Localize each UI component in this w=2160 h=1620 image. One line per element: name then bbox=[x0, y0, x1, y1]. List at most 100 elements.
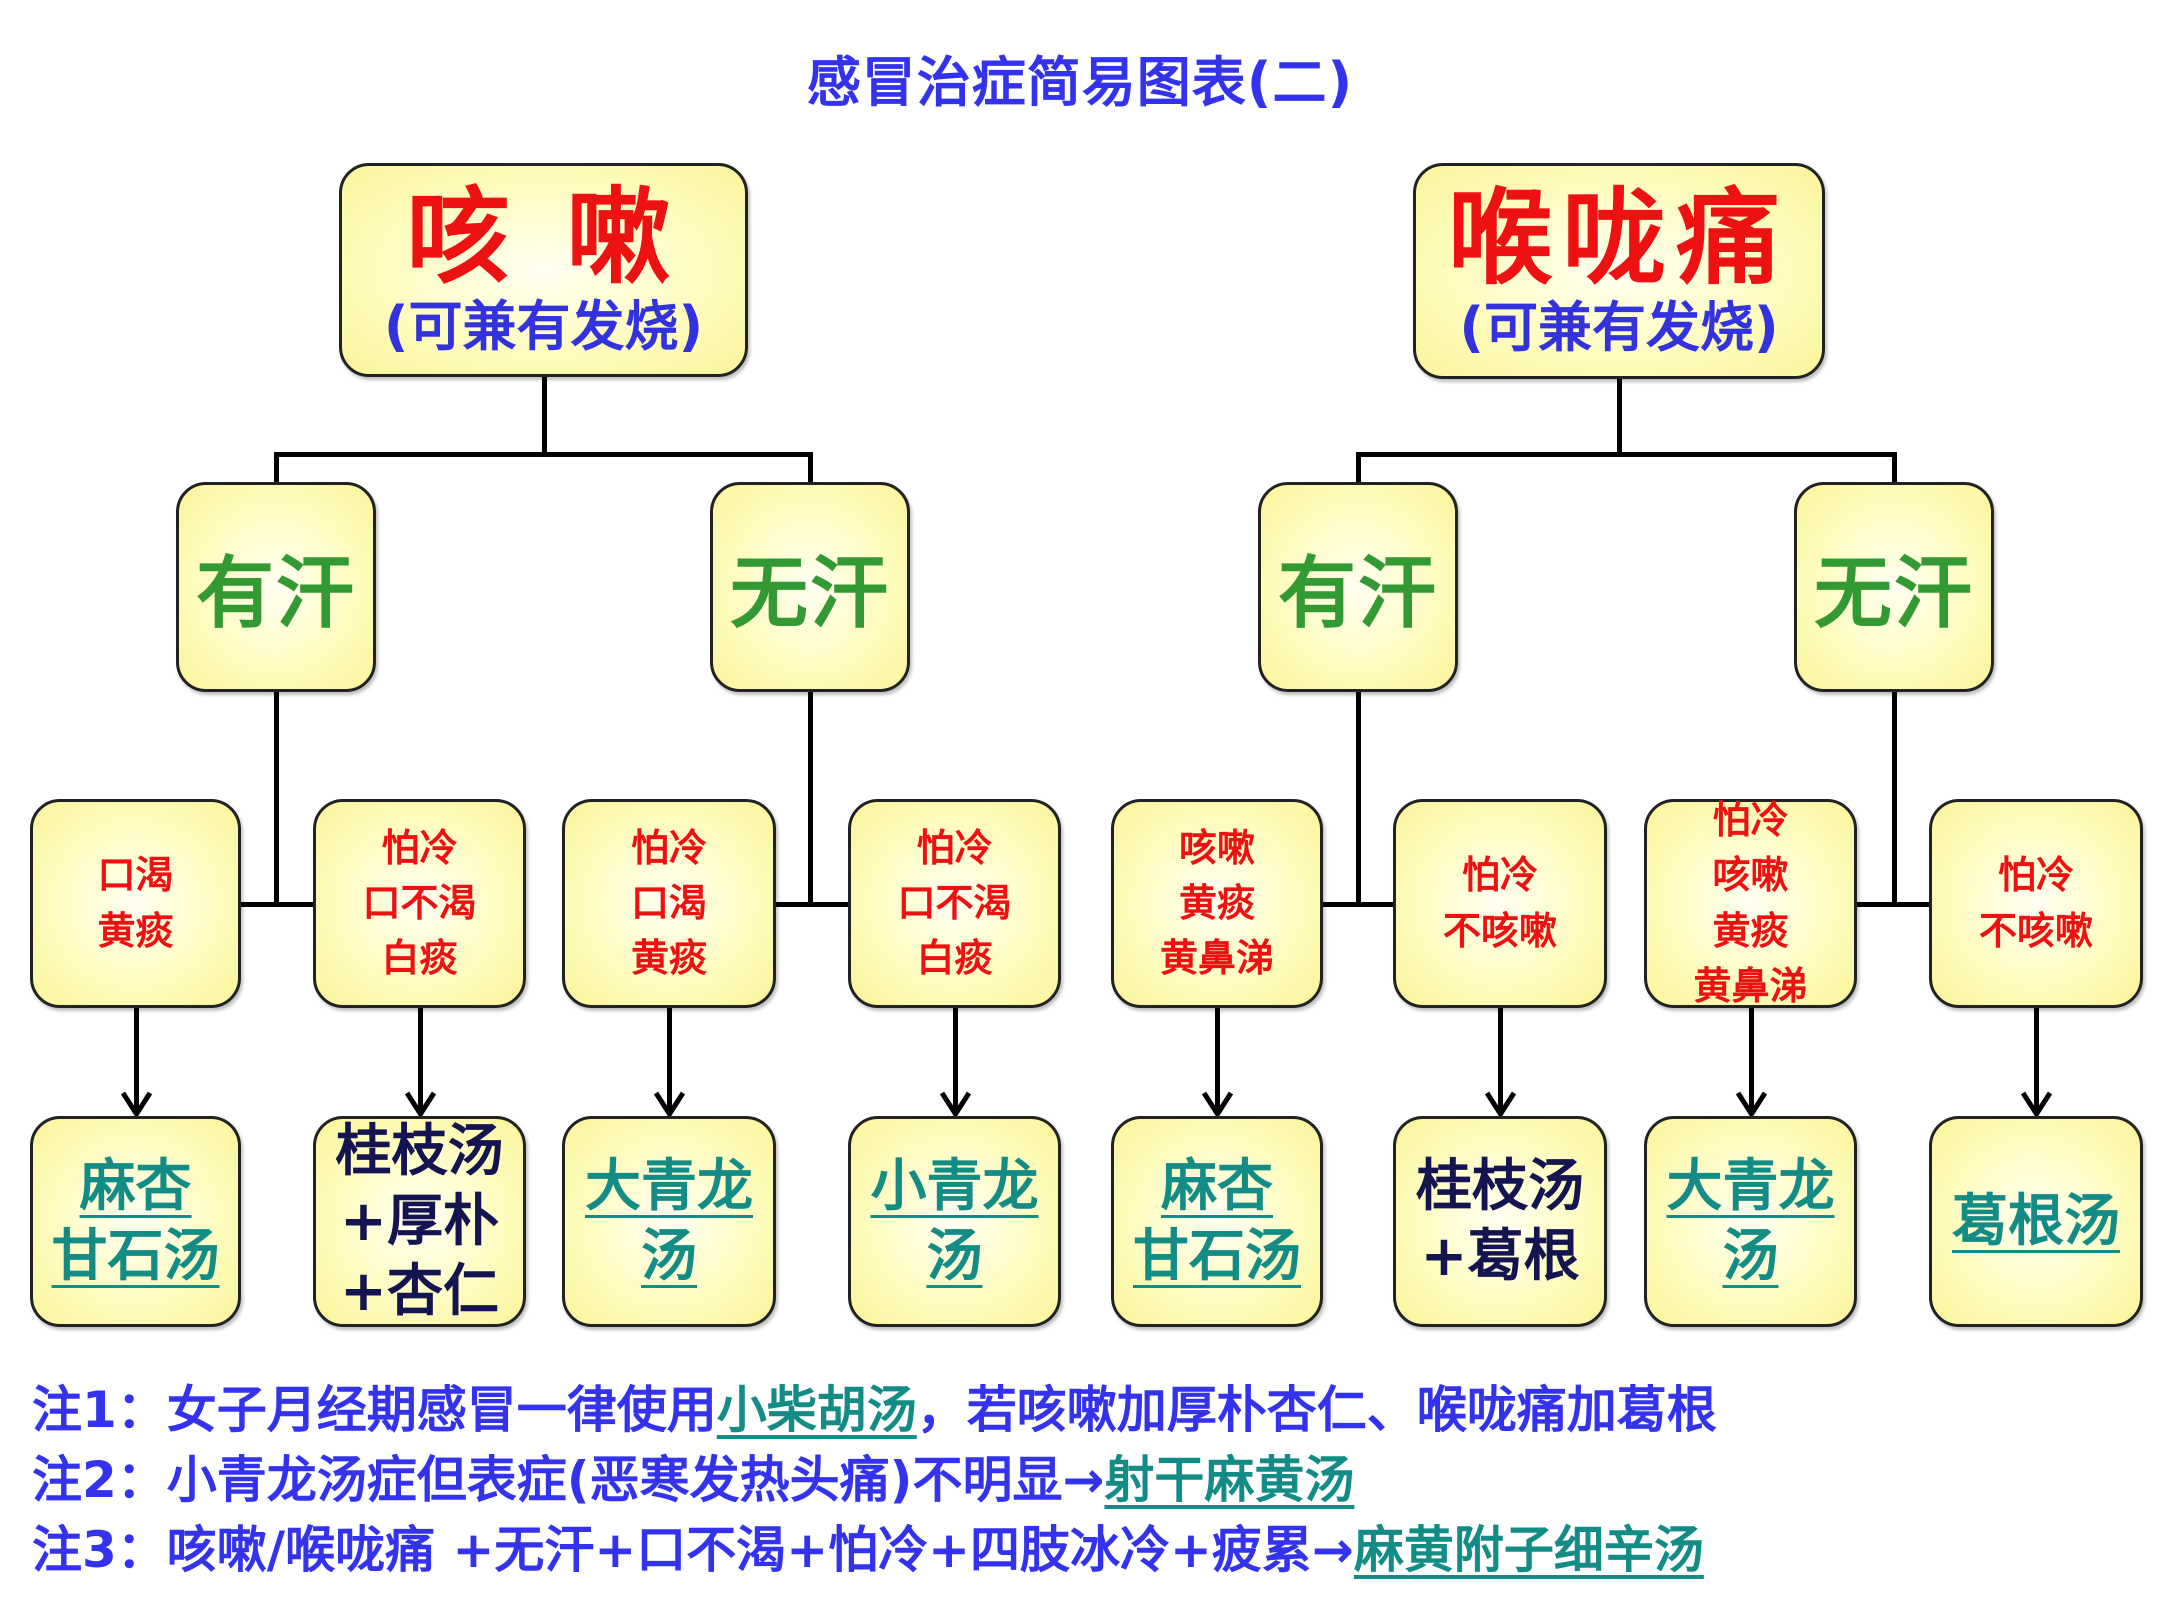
symptom-text: 不咳嗽 bbox=[1978, 908, 2093, 953]
symptom-box: 怕冷口不渴白痰 bbox=[313, 799, 526, 1008]
note-1-remedy: 小柴胡汤 bbox=[716, 1381, 917, 1439]
symptom-text: 口渴 bbox=[630, 880, 707, 925]
remedy-text: +杏仁 bbox=[340, 1258, 499, 1324]
remedy-text: 大青龙 bbox=[1666, 1153, 1835, 1219]
remedy-box: 葛根汤 bbox=[1929, 1116, 2143, 1327]
case-join bbox=[241, 902, 313, 907]
note-3: 注3：咳嗽/喉咙痛 +无汗+口不渴+怕冷+四肢冰冷+疲累→麻黄附子细辛汤 bbox=[32, 1515, 1717, 1585]
branch-label: 无汗 bbox=[729, 549, 890, 639]
branch-box-no-sweating: 无汗 bbox=[1794, 482, 1994, 692]
root-label: 喉咙痛 bbox=[1447, 177, 1790, 300]
chart-title: 感冒治症简易图表(二) bbox=[806, 51, 1354, 114]
remedy-text: 桂枝汤 bbox=[1416, 1153, 1584, 1219]
remedy-text: +葛根 bbox=[1420, 1223, 1580, 1289]
symptom-text: 白痰 bbox=[381, 936, 458, 981]
root-stem bbox=[542, 377, 547, 452]
symptom-box: 怕冷咳嗽黄痰黄鼻涕 bbox=[1644, 798, 1857, 1008]
symptom-box: 怕冷口不渴白痰 bbox=[848, 799, 1061, 1008]
note-1-suffix: ，若咳嗽加厚朴杏仁、喉咙痛加葛根 bbox=[916, 1381, 1717, 1439]
symptom-text: 怕冷 bbox=[381, 825, 458, 870]
remedy-text: 桂枝汤 bbox=[335, 1118, 504, 1184]
symptom-text: 怕冷 bbox=[1712, 798, 1789, 843]
arrow-shaft bbox=[667, 1008, 672, 1112]
symptom-text: 黄痰 bbox=[1712, 908, 1789, 953]
root-sublabel: (可兼有发烧) bbox=[383, 294, 704, 358]
arrow-shaft bbox=[2034, 1008, 2039, 1112]
remedy-box: 桂枝汤+厚朴+杏仁 bbox=[313, 1116, 526, 1327]
remedy-box: 大青龙汤 bbox=[562, 1116, 776, 1327]
symptom-text: 口不渴 bbox=[362, 880, 477, 925]
note-2: 注2：小青龙汤症但表症(恶寒发热头痛)不明显→射干麻黄汤 bbox=[32, 1445, 1717, 1515]
branch-box-sweating: 有汗 bbox=[1258, 482, 1458, 692]
remedy-box: 麻杏甘石汤 bbox=[30, 1116, 241, 1327]
branch-bar bbox=[1356, 452, 1897, 457]
symptom-text: 白痰 bbox=[916, 936, 993, 981]
remedy-text: 小青龙 bbox=[870, 1153, 1039, 1219]
symptom-text: 口渴 bbox=[97, 853, 174, 898]
remedy-box: 桂枝汤+葛根 bbox=[1393, 1116, 1607, 1327]
remedy-text: 汤 bbox=[641, 1223, 697, 1289]
arrow-shaft bbox=[1215, 1008, 1220, 1112]
remedy-box: 小青龙汤 bbox=[848, 1116, 1061, 1327]
remedy-text: 大青龙 bbox=[585, 1153, 753, 1219]
root-sublabel: (可兼有发烧) bbox=[1459, 295, 1779, 359]
root-label: 咳 嗽 bbox=[406, 176, 681, 299]
branch-stem bbox=[1892, 692, 1897, 904]
root-stem bbox=[1617, 379, 1622, 452]
arrow-shaft bbox=[953, 1008, 958, 1112]
remedy-text: 汤 bbox=[926, 1223, 983, 1289]
case-join bbox=[1857, 902, 1929, 907]
remedy-text: +厚朴 bbox=[340, 1188, 499, 1254]
note-3-remedy: 麻黄附子细辛汤 bbox=[1353, 1521, 1704, 1579]
note-1: 注1：女子月经期感冒一律使用小柴胡汤，若咳嗽加厚朴杏仁、喉咙痛加葛根 bbox=[32, 1375, 1717, 1445]
case-join bbox=[776, 902, 848, 907]
symptom-text: 怕冷 bbox=[1997, 853, 2074, 898]
symptom-text: 黄痰 bbox=[630, 936, 707, 981]
branch-stem bbox=[274, 692, 279, 904]
arrow-shaft bbox=[1749, 1008, 1754, 1112]
note-2-text: 注2：小青龙汤症但表症(恶寒发热头痛)不明显→ bbox=[32, 1451, 1105, 1509]
arrow-shaft bbox=[418, 1008, 423, 1112]
note-3-text: 注3：咳嗽/喉咙痛 +无汗+口不渴+怕冷+四肢冰冷+疲累→ bbox=[32, 1521, 1354, 1579]
symptom-text: 口不渴 bbox=[897, 880, 1012, 925]
remedy-text: 甘石汤 bbox=[51, 1223, 220, 1289]
branch-bar bbox=[274, 452, 813, 457]
root-box-sore-throat: 喉咙痛(可兼有发烧) bbox=[1413, 163, 1825, 379]
remedy-text: 汤 bbox=[1722, 1223, 1779, 1289]
symptom-text: 咳嗽 bbox=[1178, 825, 1255, 870]
remedy-text: 葛根汤 bbox=[1952, 1188, 2120, 1254]
symptom-box: 怕冷口渴黄痰 bbox=[562, 799, 776, 1008]
symptom-box: 怕冷不咳嗽 bbox=[1393, 799, 1607, 1008]
branch-label: 有汗 bbox=[1277, 549, 1438, 639]
branch-box-sweating: 有汗 bbox=[176, 482, 376, 692]
branch-drop bbox=[808, 452, 813, 482]
notes: 注1：女子月经期感冒一律使用小柴胡汤，若咳嗽加厚朴杏仁、喉咙痛加葛根 注2：小青… bbox=[32, 1375, 1717, 1585]
branch-drop bbox=[1356, 452, 1361, 482]
remedy-text: 麻杏 bbox=[1161, 1153, 1273, 1219]
symptom-text: 怕冷 bbox=[916, 825, 993, 870]
note-2-remedy: 射干麻黄汤 bbox=[1104, 1451, 1355, 1509]
symptom-text: 怕冷 bbox=[630, 825, 707, 870]
case-join bbox=[1323, 902, 1393, 907]
note-1-text: 注1：女子月经期感冒一律使用 bbox=[32, 1381, 717, 1439]
symptom-text: 咳嗽 bbox=[1712, 853, 1789, 898]
remedy-text: 麻杏 bbox=[79, 1153, 192, 1219]
branch-stem bbox=[808, 692, 813, 904]
symptom-text: 不咳嗽 bbox=[1442, 908, 1557, 953]
symptom-text: 黄痰 bbox=[97, 908, 174, 953]
arrow-shaft bbox=[134, 1008, 139, 1112]
arrow-shaft bbox=[1498, 1008, 1503, 1112]
symptom-text: 黄鼻涕 bbox=[1693, 963, 1808, 1008]
remedy-box: 大青龙汤 bbox=[1644, 1116, 1857, 1327]
branch-label: 有汗 bbox=[195, 549, 356, 639]
branch-drop bbox=[1892, 452, 1897, 482]
symptom-text: 黄痰 bbox=[1178, 880, 1255, 925]
symptom-text: 黄鼻涕 bbox=[1159, 936, 1274, 981]
remedy-text: 甘石汤 bbox=[1133, 1223, 1301, 1289]
branch-stem bbox=[1356, 692, 1361, 904]
symptom-box: 口渴黄痰 bbox=[30, 799, 241, 1008]
root-box-cough: 咳 嗽(可兼有发烧) bbox=[339, 163, 748, 377]
symptom-box: 咳嗽黄痰黄鼻涕 bbox=[1111, 799, 1323, 1008]
branch-drop bbox=[274, 452, 279, 482]
symptom-box: 怕冷不咳嗽 bbox=[1929, 799, 2143, 1008]
